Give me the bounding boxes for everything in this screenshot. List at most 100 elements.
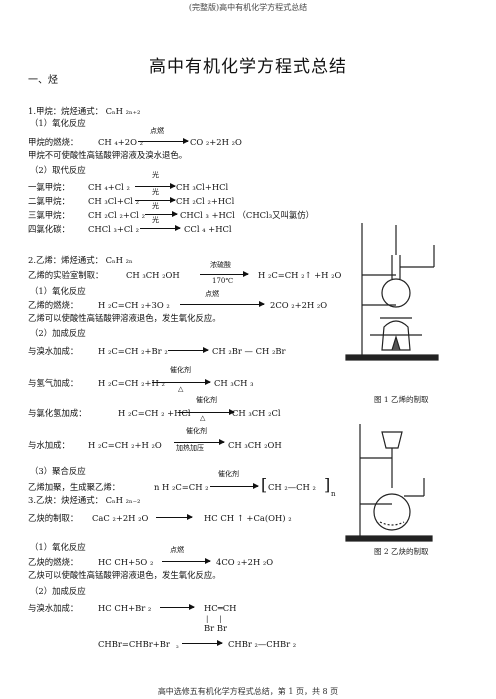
reaction-arrow [135, 183, 176, 189]
ethylene-oxidation-heading: （1）氧化反应 [30, 286, 86, 296]
ethylene-prep-products: H ₂C=CH ₂↑ +H ₂O [258, 270, 342, 280]
sub-row-reactants: CH ₃Cl+Cl ₂ [88, 196, 139, 206]
acetylene-combustion-label: 乙炔的燃烧： [28, 557, 79, 567]
ethylene-polymer-heading: （3）聚合反应 [30, 466, 86, 476]
polymer-close-bracket: ] [324, 475, 331, 494]
reaction-arrow [178, 409, 235, 415]
ethylene-combustion-products: 2CO ₂+2H ₂O [270, 300, 328, 310]
reaction-arrow [138, 138, 189, 144]
ethylene-h2o-condition-top: 催化剂 [186, 427, 207, 435]
document-header: (完整版)高中有机化学方程式总结 [188, 3, 308, 12]
ethylene-br-reactants: H ₂C=CH ₂+Br ₂ [98, 346, 168, 356]
sub-row-products: CCl ₄ +HCl [184, 224, 232, 234]
page-footer: 高中选修五有机化学方程式总结，第 1 页，共 8 页 [157, 687, 339, 696]
ethylene-br-label: 与溴水加成： [28, 346, 79, 356]
section-heading: 一、烃 [28, 75, 58, 86]
sub-row-condition: 光 [152, 202, 159, 210]
ethylene-polymer-label: 乙烯加聚，生成聚乙烯： [28, 482, 121, 492]
ethylene-h2-reactants: H ₂C=CH ₂+H ₂ [98, 378, 165, 388]
acetylene-apparatus-figure [345, 424, 433, 542]
sub-row-reactants: CH ₂Cl ₂+Cl ₂ [88, 210, 145, 220]
sub-row-reactants: CHCl ₃+Cl ₂ [88, 224, 139, 234]
acetylene-br-products: HC═CH [204, 603, 237, 613]
ethylene-apparatus-figure [345, 223, 439, 361]
page-title: 高中有机化学方程式总结 [149, 57, 347, 77]
ethylene-h2o-reactants: H ₂C=CH ₂+H ₂O [88, 440, 162, 450]
ethylene-polymer-reactants: n H ₂C=CH ₂ [154, 482, 209, 492]
ethylene-hcl-label: 与氯化氢加成： [28, 408, 87, 418]
reaction-arrow [152, 379, 211, 385]
ethylene-hcl-products: CH ₃CH ₂Cl [232, 408, 281, 418]
methane-substitution-heading: （2）取代反应 [30, 165, 86, 175]
ethylene-hcl-reactants: H ₂C=CH ₂ +HCl [118, 408, 191, 418]
acetylene-combustion-products: 4CO ₂+2H ₂O [216, 557, 274, 567]
acetylene-combustion-reactants: HC CH+5O ₂ [98, 557, 154, 567]
sub-row-condition: 光 [152, 216, 159, 224]
acetylene-prep-reactants: CaC ₂+2H ₂O [92, 513, 149, 523]
ethylene-h2o-label: 与水加成： [28, 440, 70, 450]
polymer-subscript-n: n [331, 490, 336, 498]
methane-note: 甲烷不可使酸性高锰酸钾溶液及溴水退色。 [28, 150, 188, 160]
reaction-arrow [162, 558, 211, 564]
reaction-arrow [140, 225, 181, 231]
polymer-open-bracket: [ [261, 475, 268, 494]
acetylene-br2-reactants: CHBr=CHBr+Br [98, 639, 170, 649]
reaction-arrow [180, 301, 265, 307]
ethylene-addition-heading: （2）加成反应 [30, 328, 86, 338]
reaction-arrow [156, 514, 193, 520]
sub-row-products: CH ₃Cl+HCl [176, 182, 229, 192]
acetylene-oxidation-heading: （1）氧化反应 [30, 542, 86, 552]
reaction-arrow [182, 640, 223, 646]
methane-combustion-label: 甲烷的燃烧： [28, 137, 79, 147]
acetylene-prep-label: 乙炔的制取： [28, 513, 79, 523]
acetylene-heading: 3.乙炔：炔烃通式： CₙH ₂ₙ₋₂ [28, 495, 141, 505]
ethylene-br-products: CH ₂Br — CH ₂Br [212, 346, 286, 356]
acetylene-addition-heading: （2）加成反应 [30, 586, 86, 596]
reaction-arrow [200, 271, 249, 277]
ethylene-prep-condition-bottom: 170℃ [212, 277, 234, 285]
ethylene-note: 乙烯可以使酸性高锰酸钾溶液退色，发生氧化反应。 [28, 313, 221, 323]
ethylene-h2-condition-bottom: △ [178, 385, 184, 393]
reaction-arrow [145, 211, 178, 217]
acetylene-br-bonds: | | [206, 615, 222, 623]
sub-row-label: 一氯甲烷： [28, 182, 70, 192]
ethylene-h2-condition-top: 催化剂 [170, 366, 191, 374]
acetylene-prep-products: HC CH ↑ +Ca(OH) ₂ [204, 513, 292, 523]
acetylene-br-label: 与溴水加成： [28, 603, 79, 613]
methane-heading: 1.甲烷：烷烃通式： CₙH ₂ₙ₊₂ [28, 106, 141, 116]
sub-row-condition: 光 [152, 188, 159, 196]
ethylene-prep-reactants: CH ₃CH ₂OH [126, 270, 180, 280]
sub-row-condition: 光 [152, 171, 159, 179]
ethylene-h2o-products: CH ₃CH ₂OH [228, 440, 282, 450]
ethylene-combustion-reactants: H ₂C=CH ₂+3O ₂ [98, 300, 170, 310]
acetylene-br2-subscript: ₂ [176, 642, 179, 650]
acetylene-br-reactants: HC CH+Br ₂ [98, 603, 152, 613]
sub-row-products: CHCl ₃ +HCl （CHCl₃又叫氯仿） [180, 210, 314, 220]
reaction-arrow [160, 604, 195, 610]
sub-row-label: 四氯化碳： [28, 224, 70, 234]
acetylene-note: 乙炔可以使酸性高锰酸钾溶液退色，发生氧化反应。 [28, 570, 221, 580]
methane-combustion-products: CO ₂+2H ₂O [190, 137, 242, 147]
ethylene-heading: 2.乙烯：烯烃通式： CₙH ₂ₙ [28, 255, 133, 265]
ethylene-h2-products: CH ₃CH ₃ [214, 378, 254, 388]
reaction-arrow [210, 483, 259, 489]
figure-1-caption: 图 1 乙烯的制取 [374, 395, 429, 404]
reaction-arrow [168, 347, 209, 353]
methane-combustion-condition: 点燃 [150, 127, 164, 135]
reaction-arrow [174, 439, 225, 445]
methane-combustion-reactants: CH ₄+2O ₂ [98, 137, 143, 147]
ethylene-prep-condition-top: 浓硫酸 [210, 261, 231, 269]
ethylene-prep-label: 乙烯的实验室制取： [28, 270, 104, 280]
sub-row-label: 二氯甲烷： [28, 196, 70, 206]
ethylene-polymer-condition: 催化剂 [218, 470, 239, 478]
methane-oxidation-heading: （1）氧化反应 [30, 118, 86, 128]
ethylene-polymer-products: CH ₂—CH ₂ [268, 482, 316, 492]
ethylene-combustion-condition: 点燃 [205, 290, 219, 298]
ethylene-hcl-condition-bottom: △ [200, 414, 206, 422]
sub-row-reactants: CH ₄+Cl ₂ [88, 182, 130, 192]
figure-2-caption: 图 2 乙炔的制取 [374, 547, 429, 556]
acetylene-combustion-condition: 点燃 [170, 546, 184, 554]
reaction-arrow [135, 197, 176, 203]
acetylene-br2-products: CHBr ₂—CHBr ₂ [228, 639, 297, 649]
sub-row-label: 三氯甲烷： [28, 210, 70, 220]
